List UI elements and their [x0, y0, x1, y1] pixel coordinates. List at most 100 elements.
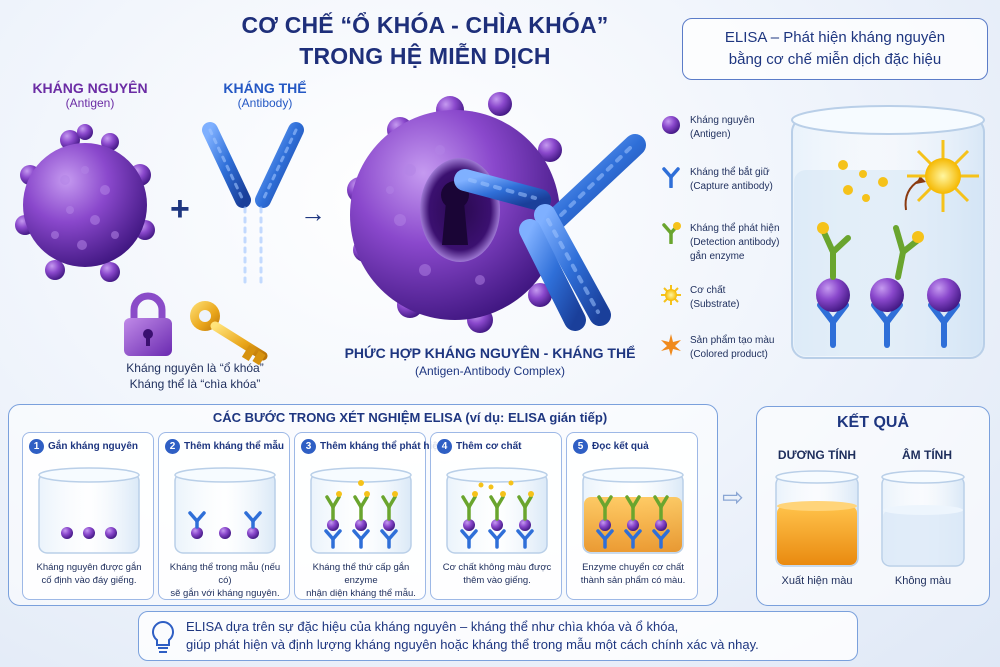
antigen-illustration	[15, 124, 155, 282]
legend-item-antigen: Kháng nguyên (Antigen)	[660, 114, 800, 144]
lock-key-line-2: Kháng thể là “chìa khóa”	[129, 377, 261, 391]
step-2-well	[174, 467, 276, 554]
legend-capture-line-2: (Capture antibody)	[690, 181, 773, 192]
antibody-illustration	[202, 122, 304, 296]
step-3-head: 3 Thêm kháng thể phát hiện	[301, 439, 444, 454]
step-4-description: Cơ chất không màu được thêm vào giếng.	[435, 561, 559, 587]
negative-caption: Không màu	[894, 575, 952, 587]
positive-tube	[775, 470, 859, 567]
step-2-head: 2 Thêm kháng thể mẫu	[165, 439, 289, 454]
step-3-description: Kháng thể thứ cấp gắn enzyme nhận diện k…	[299, 561, 423, 600]
plus-icon: +	[170, 190, 190, 228]
step-4-desc-line-1: Cơ chất không màu được	[442, 562, 552, 573]
steps-title-note: (ví dụ: ELISA gián tiếp)	[465, 410, 608, 425]
step-5-desc-line-1: Enzyme chuyển cơ chất	[582, 562, 684, 573]
legend-substrate-line-1: Cơ chất	[690, 285, 726, 296]
legend-product-line-2: (Colored product)	[690, 349, 768, 360]
step-2-description: Kháng thể trong mẫu (nếu có) sẽ gắn với …	[163, 561, 287, 600]
footer-box	[138, 611, 858, 661]
step-3-number: 3	[301, 439, 316, 454]
footer-line-1: ELISA dựa trên sự đặc hiệu của kháng ngu…	[186, 619, 679, 634]
negative-tube	[881, 470, 965, 567]
step-3-well	[310, 467, 412, 554]
legend-item-detection-antibody: Kháng thể phát hiện (Detection antibody)…	[660, 222, 800, 266]
legend-capture-line-1: Kháng thể bắt giữ	[690, 167, 770, 178]
lightbulb-icon	[152, 620, 174, 653]
step-card-3: 3 Thêm kháng thể phát hiện Kháng thể thứ …	[294, 432, 444, 600]
step-card-5: 5 Đọc kết quả Enzyme chuyển cơ chất thành…	[566, 432, 698, 600]
step-card-2: 2 Thêm kháng thể mẫu Kháng thể trong mẫu …	[158, 432, 290, 600]
arrow-to-result-icon: ⇨	[722, 482, 744, 512]
step-1-number: 1	[29, 439, 44, 454]
result-title: KẾT QUẢ	[837, 414, 909, 431]
colored-product-icon	[661, 334, 681, 356]
step-1-well	[38, 467, 140, 554]
positive-label: DƯƠNG TÍNH	[777, 448, 857, 462]
step-2-desc-line-1: Kháng thể trong mẫu (nếu có)	[169, 562, 281, 586]
substrate-icon	[661, 285, 681, 305]
step-2-number: 2	[165, 439, 180, 454]
elisa-well-illustration	[791, 105, 985, 359]
step-card-4: 4 Thêm cơ chất Cơ chất không màu được thê…	[430, 432, 562, 600]
elisa-header-line-2: bằng cơ chế miễn dịch đặc hiệu	[728, 51, 942, 68]
elisa-header-box: ELISA – Phát hiện kháng nguyên bằng cơ c…	[682, 18, 988, 80]
step-5-description: Enzyme chuyển cơ chất thành sản phẩm có …	[571, 561, 695, 587]
capture-antibody-icon	[662, 167, 680, 188]
step-1-desc-line-1: Kháng nguyên được gắn	[36, 562, 142, 573]
step-4-well	[446, 467, 548, 554]
complex-label: PHỨC HỢP KHÁNG NGUYÊN - KHÁNG THỂ	[344, 345, 636, 361]
lock-key-note: Kháng nguyên là “ổ khóa” Kháng thể là “c…	[100, 360, 290, 392]
step-4-number: 4	[437, 439, 452, 454]
step-5-head: 5 Đọc kết quả	[573, 439, 697, 454]
step-4-title: Thêm cơ chất	[456, 441, 522, 452]
legend-detection-line-1: Kháng thể phát hiện	[690, 223, 780, 234]
step-5-number: 5	[573, 439, 588, 454]
legend-substrate-line-2: (Substrate)	[690, 299, 740, 310]
step-3-desc-line-1: Kháng thể thứ cấp gắn enzyme	[312, 562, 410, 586]
step-5-title: Đọc kết quả	[592, 441, 649, 452]
steps-title-text: CÁC BƯỚC TRONG XÉT NGHIỆM ELISA	[212, 410, 462, 425]
footer-line-2: giúp phát hiện và định lượng kháng nguyê…	[186, 637, 759, 652]
antigen-label: KHÁNG NGUYÊN (Antigen)	[20, 80, 160, 110]
step-3-desc-line-2: nhận diện kháng thể mẫu.	[306, 588, 416, 599]
complex-sub-label: (Antigen-Antibody Complex)	[414, 364, 566, 378]
step-3-title: Thêm kháng thể phát hiện	[320, 441, 444, 452]
antibody-label-text: KHÁNG THỂ	[223, 80, 307, 96]
elisa-steps-title: CÁC BƯỚC TRONG XÉT NGHIỆM ELISA (ví dụ: …	[200, 410, 620, 425]
antibody-label-sub: (Antibody)	[237, 96, 293, 110]
legend-antigen-line-2: (Antigen)	[690, 129, 731, 140]
step-5-desc-line-2: thành sản phẩm có màu.	[580, 575, 686, 586]
elisa-header-line-1: ELISA – Phát hiện kháng nguyên	[724, 29, 946, 46]
arrow-right-icon: →	[300, 198, 326, 228]
detection-antibody-icon	[662, 222, 681, 244]
step-5-well	[582, 467, 684, 554]
step-1-desc-line-2: cố định vào đáy giếng.	[41, 575, 137, 586]
antigen-label-sub: (Antigen)	[65, 96, 115, 110]
step-2-title: Thêm kháng thể mẫu	[184, 441, 285, 452]
footer-text: ELISA dựa trên sự đặc hiệu của kháng ngu…	[186, 618, 846, 654]
positive-caption: Xuất hiện màu	[781, 575, 853, 587]
page-title: CƠ CHẾ “Ổ KHÓA - CHÌA KHÓA” TRONG HỆ MIỄ…	[220, 10, 630, 72]
lock-icon	[124, 292, 172, 356]
step-4-desc-line-2: thêm vào giếng.	[463, 575, 531, 586]
negative-label: ÂM TÍNH	[902, 448, 952, 462]
legend-item-capture-antibody: Kháng thể bắt giữ (Capture antibody)	[660, 166, 800, 196]
legend-antigen-line-1: Kháng nguyên	[690, 115, 755, 126]
complex-illustration	[347, 92, 646, 333]
legend-item-colored-product: Sản phẩm tạo màu (Colored product)	[660, 334, 800, 364]
title-line-2: TRONG HỆ MIỄN DỊCH	[299, 43, 551, 69]
title-line-1: CƠ CHẾ “Ổ KHÓA - CHÌA KHÓA”	[241, 12, 609, 38]
step-1-description: Kháng nguyên được gắn cố định vào đáy gi…	[27, 561, 151, 587]
step-2-desc-line-2: sẽ gắn với kháng nguyên.	[170, 588, 280, 599]
key-icon	[190, 301, 268, 366]
antigen-label-text: KHÁNG NGUYÊN	[32, 80, 148, 96]
legend-detection-line-2: (Detection antibody)	[690, 237, 780, 248]
step-4-head: 4 Thêm cơ chất	[437, 439, 561, 454]
antigen-icon	[662, 116, 680, 134]
legend-detection-line-3: gắn enzyme	[690, 251, 745, 262]
antibody-label: KHÁNG THỂ (Antibody)	[210, 80, 320, 110]
lock-key-line-1: Kháng nguyên là “ổ khóa”	[126, 361, 264, 375]
legend-item-substrate: Cơ chất (Substrate)	[660, 284, 800, 314]
